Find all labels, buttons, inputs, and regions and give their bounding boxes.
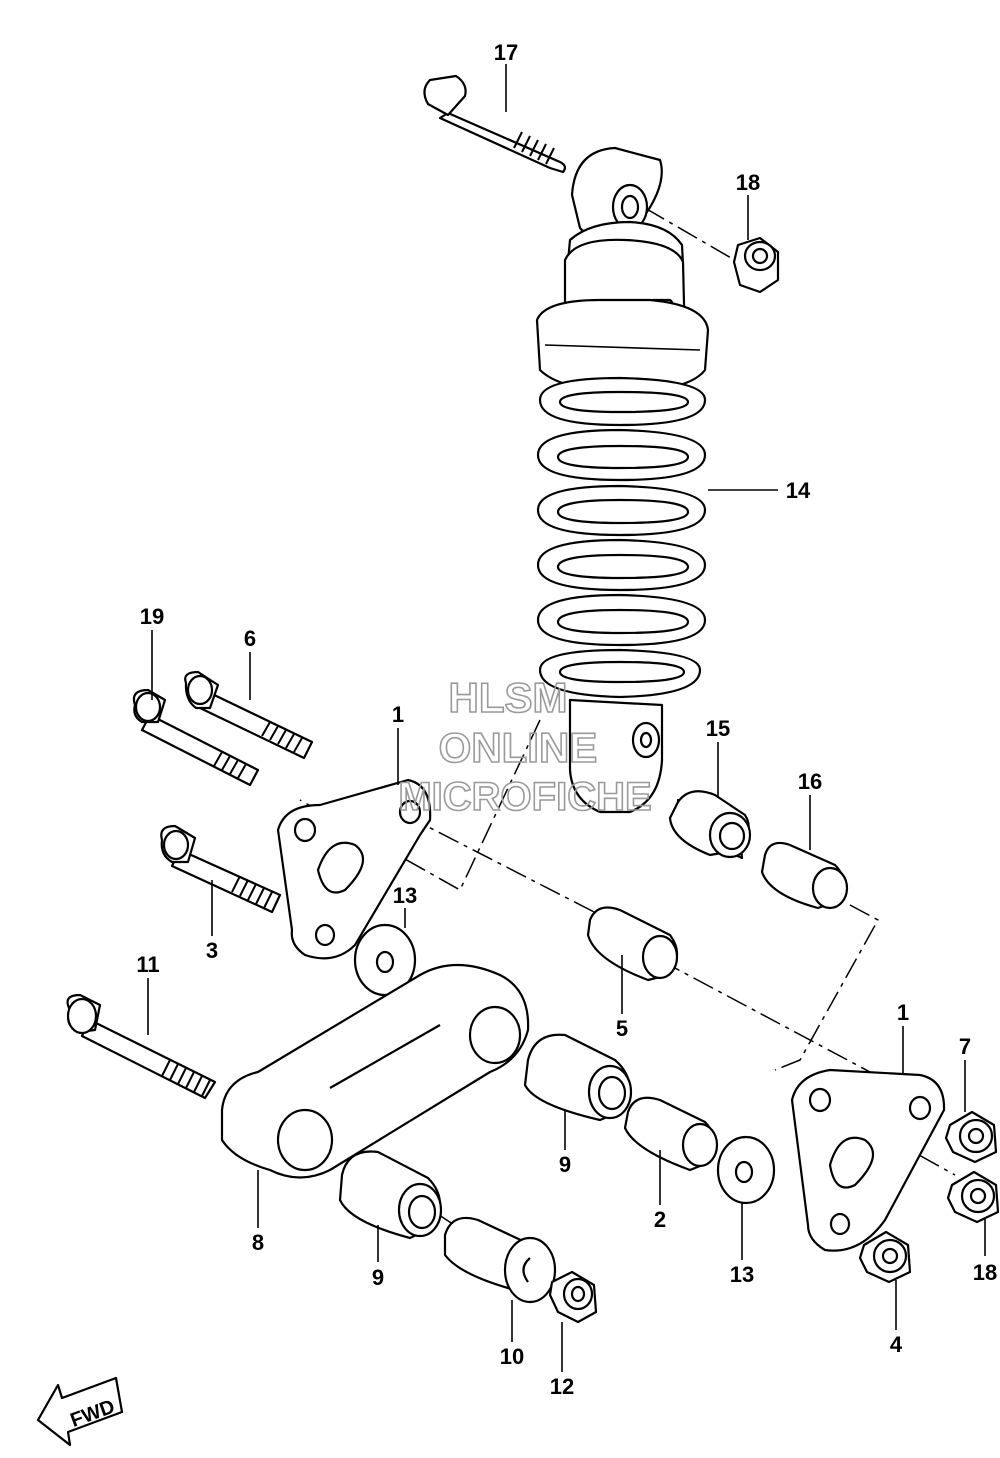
part-14-shock-absorber [535, 146, 710, 814]
part-9-bearing-upper [523, 1033, 633, 1122]
callout-labels: 17 18 14 19 6 1 15 16 13 3 11 5 1 7 9 2 … [136, 40, 997, 1399]
callout-6: 6 [244, 626, 256, 651]
watermark-line-1: HLSM [449, 674, 568, 721]
part-6-bolt [184, 670, 314, 760]
callout-11: 11 [136, 952, 159, 977]
part-2-collar [623, 1096, 719, 1172]
callout-18: 18 [973, 1260, 997, 1285]
callout-2: 2 [654, 1207, 666, 1232]
part-18-nut-upper [732, 236, 780, 294]
callout-12: 12 [550, 1374, 574, 1399]
callout-17: 17 [494, 40, 518, 65]
part-7-nut [944, 1110, 998, 1164]
callout-13: 13 [730, 1262, 754, 1287]
leader-lines [147, 64, 986, 1372]
part-9-bearing-lower [338, 1150, 443, 1240]
callout-13: 13 [393, 883, 417, 908]
callout-9: 9 [372, 1265, 384, 1290]
callout-14: 14 [786, 478, 811, 503]
callout-18: 18 [736, 170, 760, 195]
callout-5: 5 [616, 1016, 628, 1041]
part-3-bolt [160, 824, 282, 914]
part-18-nut-lower [946, 1170, 1000, 1224]
part-13-washer-lower [716, 1135, 776, 1205]
callout-3: 3 [206, 938, 218, 963]
part-19-bolt [132, 688, 260, 787]
part-1-bracket-right [790, 1068, 946, 1252]
watermark-line-2: ONLINE [439, 724, 598, 771]
part-10-collar [443, 1216, 557, 1304]
part-8-cushion-rod [220, 963, 530, 1179]
callout-9: 9 [559, 1152, 571, 1177]
watermark-line-3: MICROFICHE [398, 775, 651, 819]
callout-16: 16 [798, 769, 822, 794]
part-16-collar [760, 841, 849, 910]
part-15-bearing [668, 790, 752, 860]
part-1-bracket-left [276, 778, 432, 960]
part-12-nut [548, 1270, 598, 1324]
watermark: HLSM ONLINE MICROFICHE [398, 673, 653, 820]
part-17-bolt [423, 74, 567, 174]
part-4-nut [858, 1230, 912, 1284]
callout-1: 1 [392, 702, 404, 727]
callout-10: 10 [500, 1344, 524, 1369]
fwd-arrow-icon: FWD [36, 1376, 124, 1447]
part-13-washer-upper [353, 923, 417, 997]
callout-4: 4 [890, 1332, 903, 1357]
callout-8: 8 [252, 1230, 264, 1255]
part-11-bolt [66, 993, 217, 1100]
callout-7: 7 [959, 1034, 971, 1059]
callout-1: 1 [897, 1000, 909, 1025]
part-5-collar [586, 906, 679, 982]
callout-15: 15 [706, 716, 730, 741]
callout-19: 19 [140, 604, 164, 629]
